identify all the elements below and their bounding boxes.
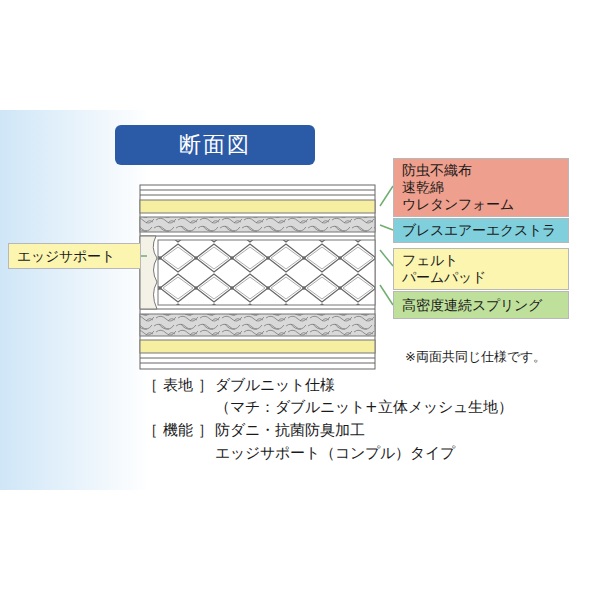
edge-support-callout: エッジサポート: [8, 243, 141, 269]
mattress-section: [140, 185, 375, 369]
edge-support: [140, 236, 157, 309]
callout-text: フェルト: [402, 252, 560, 269]
title-box: 断面図: [115, 125, 315, 165]
material-callout: ブレスエアーエクストラ: [393, 218, 569, 243]
callout-text: エッジサポート: [17, 248, 132, 265]
material-callout: 高密度連続スプリング: [393, 291, 569, 319]
material-callout: フェルトパームパッド: [393, 248, 569, 290]
callout-text: ブレスエアーエクストラ: [402, 222, 560, 239]
spec-text: ［ 表地 ］: [143, 376, 213, 394]
callout-text: 防虫不織布: [402, 162, 560, 179]
spec-text: （マチ：ダブルニット+立体メッシュ生地）: [215, 398, 513, 416]
leader-lines: [141, 186, 393, 305]
spec-text: エッジサポート（コンプル）タイプ: [215, 444, 455, 462]
spec-text: ダブルニット仕様: [215, 376, 335, 394]
spec-text: ［ 機能 ］: [143, 421, 213, 439]
material-callout: 防虫不織布速乾綿ウレタンフォーム: [393, 158, 569, 217]
spec-text: 防ダニ・抗菌防臭加工: [215, 421, 365, 439]
callout-text: パームパッド: [402, 269, 560, 286]
callout-text: ウレタンフォーム: [402, 196, 560, 213]
callout-text: 高密度連続スプリング: [402, 297, 560, 314]
callout-text: 速乾綿: [402, 179, 560, 196]
background-gradient: [0, 110, 150, 490]
note-text: ※両面共同じ仕様です。: [405, 349, 546, 365]
